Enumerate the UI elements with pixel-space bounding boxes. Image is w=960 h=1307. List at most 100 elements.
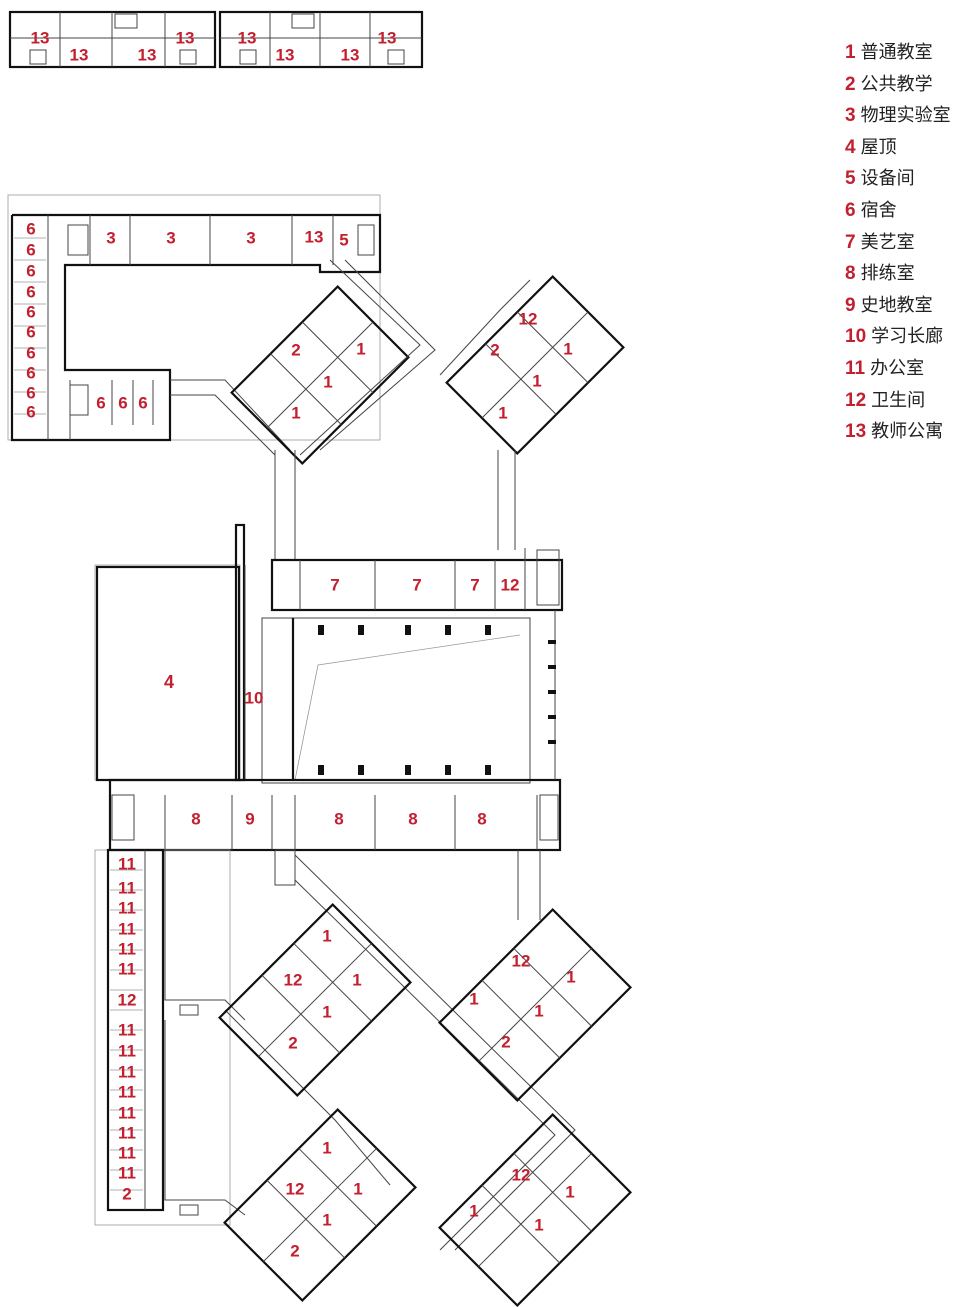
legend-label: 教师公寓 xyxy=(871,421,944,443)
legend-label: 公共教学 xyxy=(860,73,933,95)
central-block xyxy=(94,523,564,886)
legend-number: 8 xyxy=(845,263,856,285)
room-label: 1 xyxy=(563,339,572,358)
room-label: 13 xyxy=(176,28,195,47)
room-label: 3 xyxy=(246,228,255,247)
room-label: 11 xyxy=(118,1123,136,1142)
room-label: 11 xyxy=(118,1041,136,1060)
legend-number: 2 xyxy=(845,73,856,95)
legend-number: 3 xyxy=(845,105,856,127)
room-label: 11 xyxy=(118,854,136,873)
room-label: 1 xyxy=(356,339,365,358)
legend-label: 宿舍 xyxy=(860,199,897,221)
legend-number: 9 xyxy=(845,294,856,316)
corridor xyxy=(299,259,421,456)
room-label: 8 xyxy=(477,809,486,828)
legend-label: 排练室 xyxy=(860,263,915,285)
office-block xyxy=(94,848,246,1226)
room-label: 11 xyxy=(118,919,136,938)
room-label: 6 xyxy=(26,363,35,382)
classroom-pod-north-left xyxy=(230,285,410,465)
room-label: 11 xyxy=(118,1163,136,1182)
room-label: 3 xyxy=(106,228,115,247)
room-label: 8 xyxy=(408,809,417,828)
room-label: 6 xyxy=(26,383,35,402)
room-label: 7 xyxy=(470,575,479,594)
room-label: 13 xyxy=(378,28,397,47)
corridor xyxy=(224,1009,391,1186)
room-label: 3 xyxy=(166,228,175,247)
room-label: 2 xyxy=(122,1184,131,1203)
room-label: 13 xyxy=(305,227,324,246)
room-label: 6 xyxy=(96,393,105,412)
legend-label: 普通教室 xyxy=(860,42,933,63)
classroom-pod-north-right xyxy=(445,275,625,455)
room-label: 13 xyxy=(238,28,257,47)
room-label: 6 xyxy=(138,393,147,412)
corridor xyxy=(294,854,576,1251)
room-label: 1 xyxy=(532,371,541,390)
classroom-pod-south-2 xyxy=(437,907,633,1103)
legend-label: 美艺室 xyxy=(860,231,915,253)
room-label: 7 xyxy=(412,575,421,594)
room-label: 11 xyxy=(118,878,136,897)
corridor xyxy=(439,279,531,376)
room-label: 13 xyxy=(276,45,295,64)
room-label: 6 xyxy=(118,393,127,412)
room-label: 12 xyxy=(501,575,520,594)
room-label: 2 xyxy=(291,340,300,359)
room-label: 1 xyxy=(353,1179,362,1198)
classroom-pod-south-4 xyxy=(437,1112,633,1307)
room-label: 11 xyxy=(118,1082,136,1101)
room-label: 1 xyxy=(534,1215,543,1234)
room-label: 4 xyxy=(164,672,174,692)
room-label: 1 xyxy=(323,372,332,391)
room-label: 10 xyxy=(245,688,264,707)
room-label: 1 xyxy=(534,1001,543,1020)
room-label: 1 xyxy=(469,989,478,1008)
room-label: 11 xyxy=(118,898,136,917)
legend-label: 史地教室 xyxy=(860,294,933,316)
room-label: 5 xyxy=(339,230,348,249)
room-label: 1 xyxy=(469,1201,478,1220)
room-label: 13 xyxy=(70,45,89,64)
classroom-pod-south-1 xyxy=(217,902,413,1098)
room-label: 1 xyxy=(291,403,300,422)
legend-label: 设备间 xyxy=(860,168,915,190)
room-label: 11 xyxy=(118,1143,136,1162)
room-label: 2 xyxy=(288,1033,297,1052)
room-label: 12 xyxy=(512,1165,531,1184)
room-label: 11 xyxy=(118,939,136,958)
room-label: 8 xyxy=(334,809,343,828)
room-labels: 13 13 13 13 13 13 13 13 3 3 3 13 5 6 6 6… xyxy=(26,28,575,1260)
room-label: 12 xyxy=(284,970,303,989)
room-label: 6 xyxy=(26,219,35,238)
legend-number: 10 xyxy=(845,326,867,348)
room-label: 6 xyxy=(26,322,35,341)
legend-number: 13 xyxy=(845,421,867,443)
legend-number: 6 xyxy=(845,199,856,221)
legend-label: 卫生间 xyxy=(871,389,926,411)
room-label: 13 xyxy=(341,45,360,64)
legend-label: 办公室 xyxy=(870,357,925,379)
room-label: 7 xyxy=(330,575,339,594)
legend-label: 学习长廊 xyxy=(871,326,944,348)
corridor xyxy=(319,259,436,451)
corridor xyxy=(294,879,556,1251)
room-label: 2 xyxy=(501,1032,510,1051)
room-label: 1 xyxy=(322,1138,331,1157)
room-label: 2 xyxy=(490,340,499,359)
legend-number: 12 xyxy=(845,389,867,411)
room-label: 6 xyxy=(26,282,35,301)
